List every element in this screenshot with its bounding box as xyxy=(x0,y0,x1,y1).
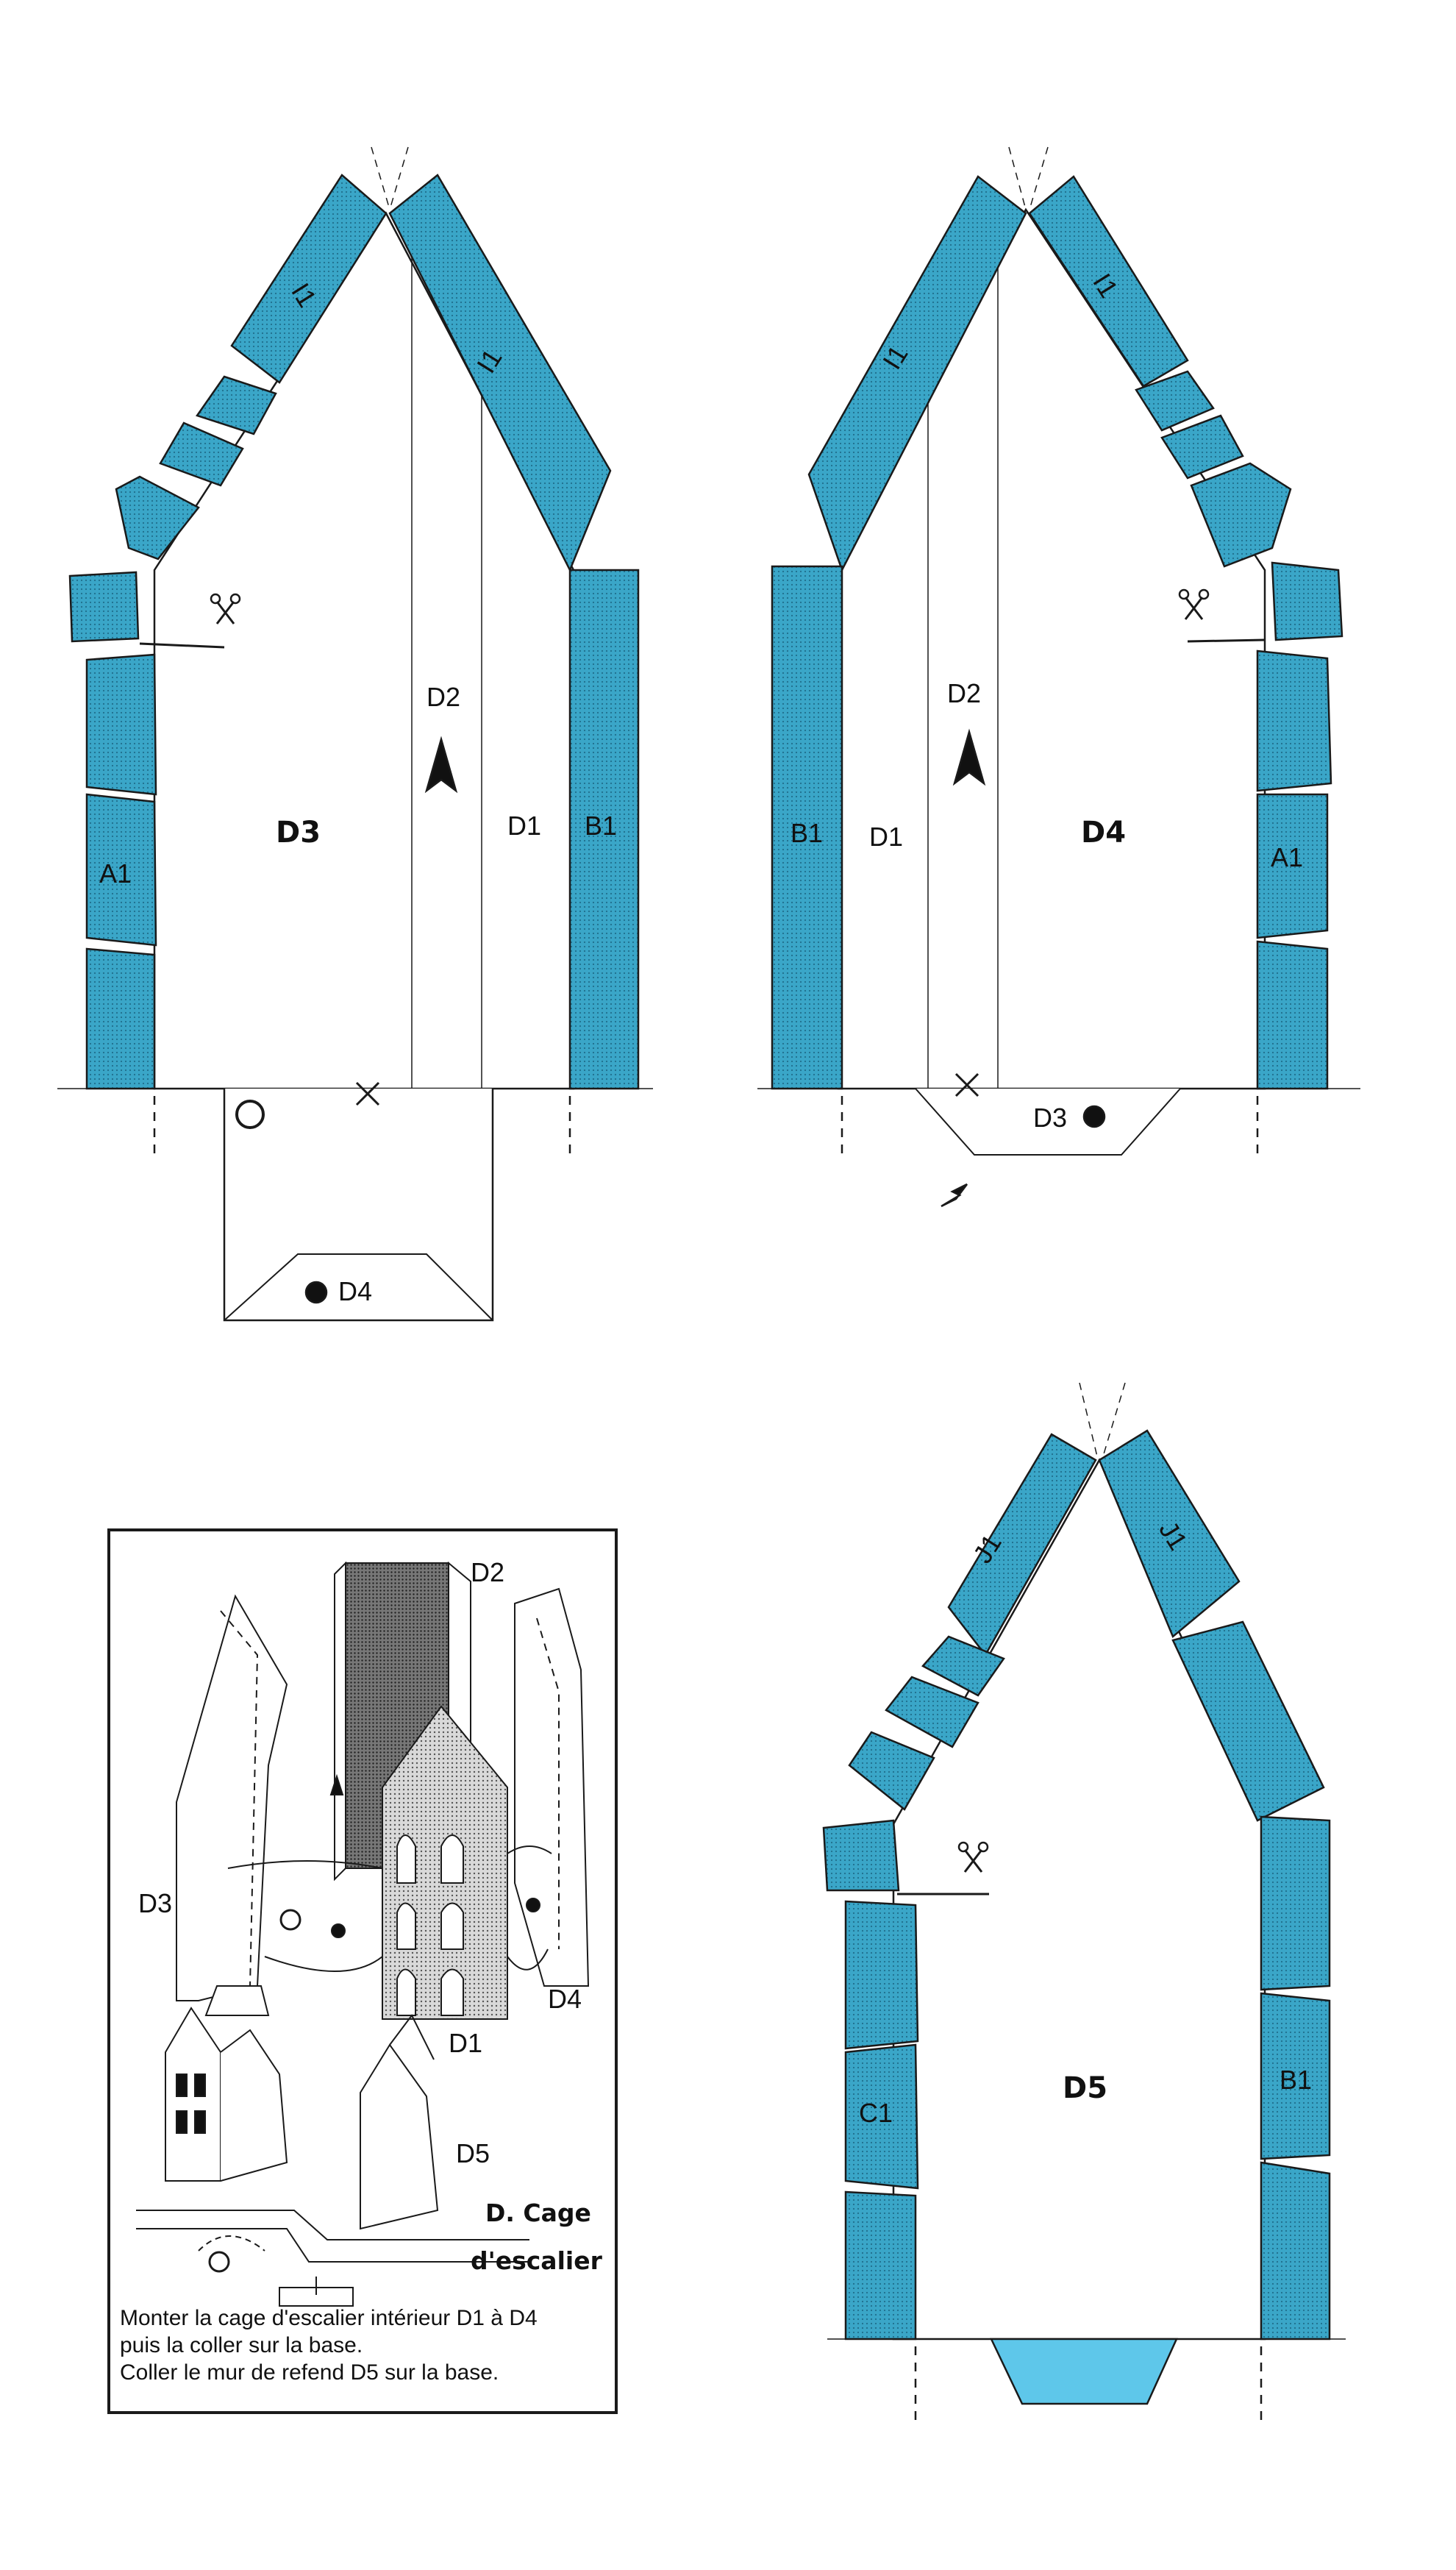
d3-flap-label: D4 xyxy=(338,1276,372,1306)
assembly-d5-label: D5 xyxy=(456,2138,490,2168)
assembly-panel: D2 D3 D4 D1 D5 D. Cage d'escalier xyxy=(107,1528,618,2414)
instruction-line-2: puis la coller sur la base. xyxy=(120,2333,363,2357)
d4-flap-label: D3 xyxy=(1033,1103,1067,1133)
d5-side-right-label: B1 xyxy=(1280,2065,1312,2095)
template-d4 xyxy=(757,146,1360,1208)
assembly-title-line1: D. Cage xyxy=(485,2199,591,2227)
d4-label: D4 xyxy=(1081,816,1126,850)
d3-side-left-label: A1 xyxy=(99,858,132,889)
d4-side-right-label: A1 xyxy=(1271,842,1303,872)
template-d5 xyxy=(822,1382,1346,2420)
assembly-d3-label: D3 xyxy=(138,1888,172,1918)
d4-middle-label: D2 xyxy=(947,678,981,708)
assembly-instructions: Monter la cage d'escalier intérieur D1 à… xyxy=(120,2304,605,2386)
d4-side-left-label: B1 xyxy=(791,818,823,848)
d3-side-right-label: B1 xyxy=(585,811,617,841)
d4-strip-label: D1 xyxy=(869,822,903,852)
d3-middle-label: D2 xyxy=(427,682,460,712)
assembly-title-line2: d'escalier xyxy=(471,2246,603,2275)
d3-label: D3 xyxy=(276,816,321,850)
assembly-d2-label: D2 xyxy=(471,1557,504,1587)
d3-strip-label: D1 xyxy=(507,811,541,841)
instruction-line-3: Coller le mur de refend D5 sur la base. xyxy=(120,2360,499,2385)
assembly-d4-label: D4 xyxy=(548,1984,582,2014)
instruction-line-1: Monter la cage d'escalier intérieur D1 à… xyxy=(120,2306,538,2330)
template-d3 xyxy=(57,146,653,1322)
d5-side-left-label: C1 xyxy=(859,2098,893,2128)
d5-label: D5 xyxy=(1063,2071,1107,2105)
assembly-d1-label: D1 xyxy=(449,2028,482,2058)
